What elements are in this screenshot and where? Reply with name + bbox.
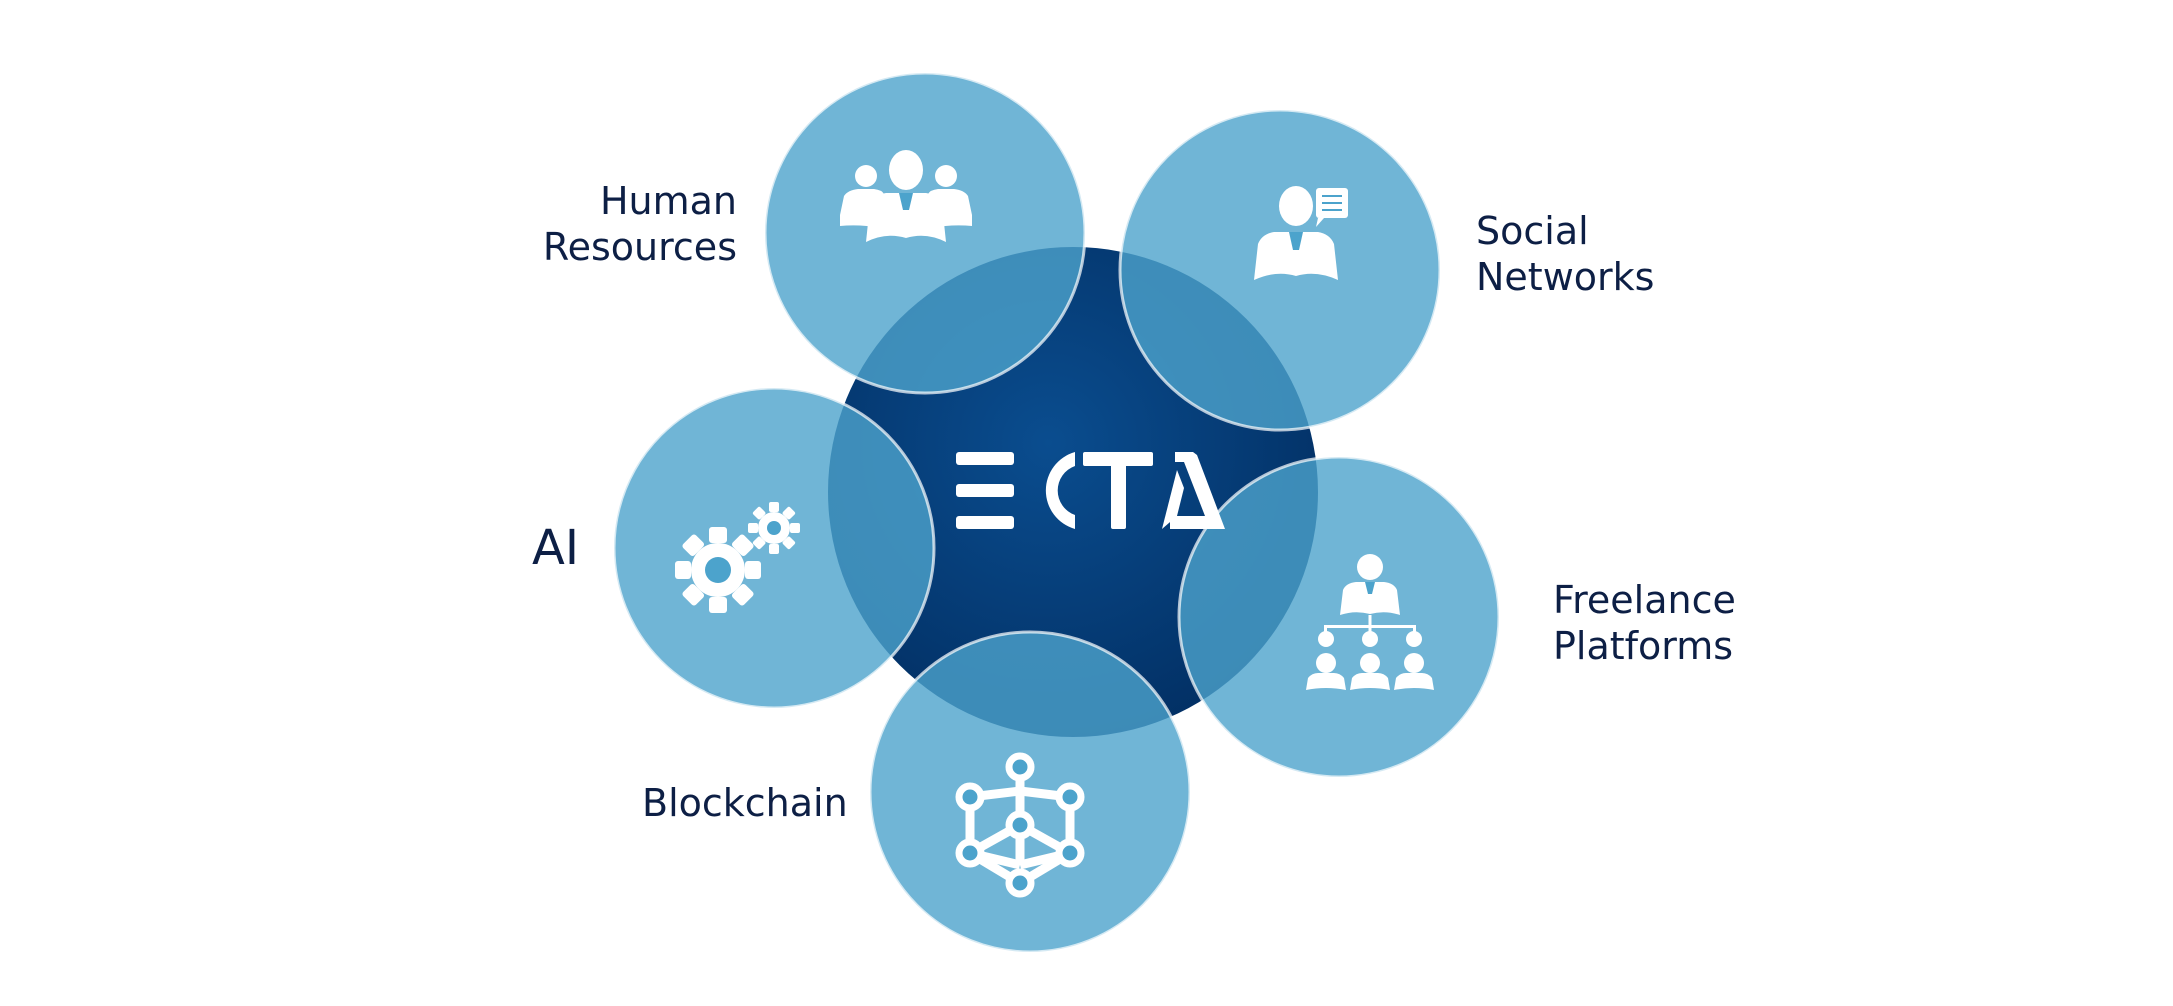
label-blockchain: Blockchain [642,780,848,826]
label-line: Social [1476,209,1589,253]
gears-icon [675,502,800,613]
label-line: AI [532,520,579,576]
label-line: Platforms [1553,624,1734,668]
node-circle-freelance-platforms [1177,455,1501,779]
label-line: Human [599,179,737,223]
ecta-logo [956,452,1225,529]
label-freelance-platforms: Freelance Platforms [1553,577,1736,669]
label-line: Networks [1476,255,1655,299]
label-ai: AI [532,520,579,576]
label-human-resources: Human Resources [543,178,737,270]
team-icon [840,150,972,242]
person-chat-icon [1254,186,1348,280]
org-chart-icon [1306,554,1434,690]
label-line: Resources [542,225,737,269]
network-nodes-icon [955,752,1085,898]
label-line: Blockchain [642,781,848,825]
label-social-networks: Social Networks [1476,208,1654,300]
label-line: Freelance [1553,578,1736,622]
